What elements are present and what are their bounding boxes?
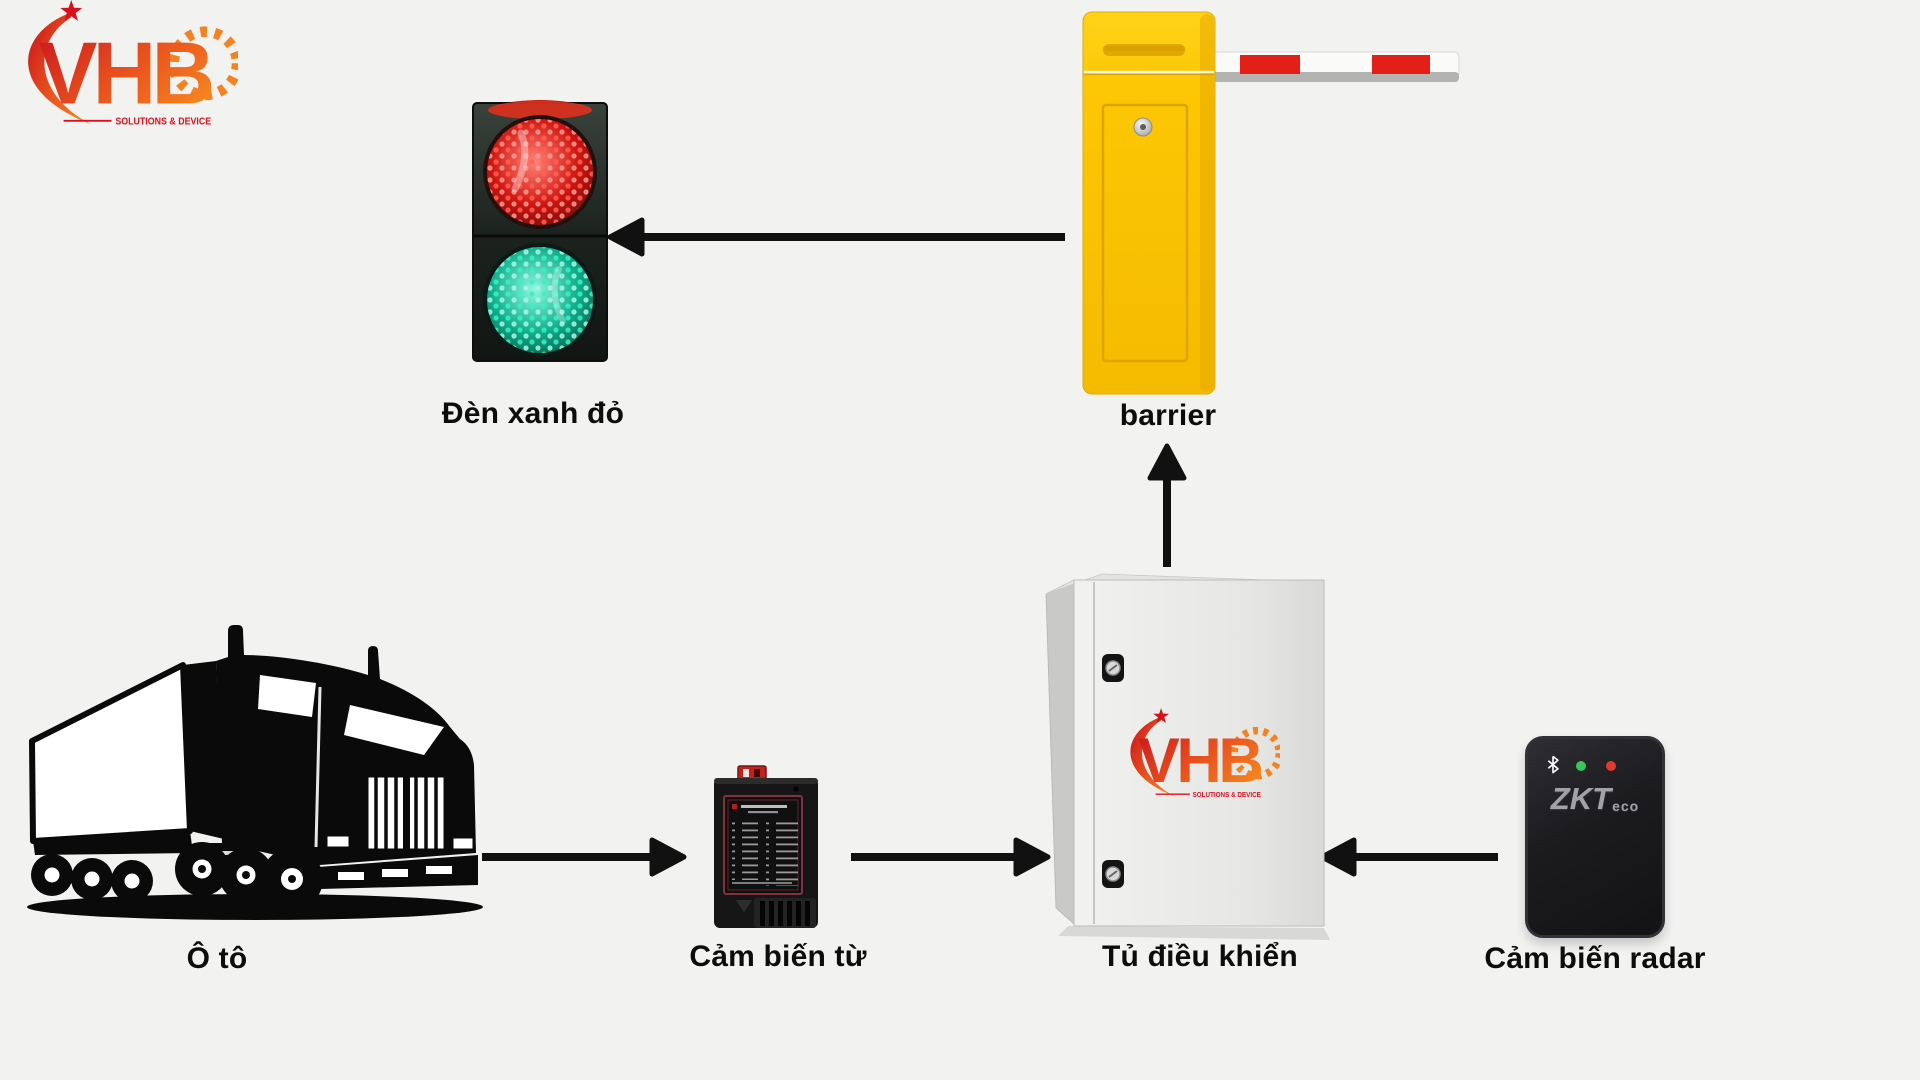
radar-led-red (1606, 761, 1616, 771)
logo-gear-ring (168, 26, 238, 101)
label-control-cabinet: Tủ điều khiển (1102, 940, 1298, 973)
radar-status-row (1528, 755, 1662, 777)
bluetooth-icon (1547, 755, 1559, 774)
truck-grille (363, 771, 449, 855)
barrier-arm-stripe (1372, 55, 1430, 74)
loop-detector-vents (736, 898, 816, 928)
cabinet-logo-tagline-text: SOLUTIONS & DEVICE (1193, 791, 1262, 799)
radar-led-green (1576, 761, 1586, 771)
label-traffic-light: Đèn xanh đỏ (441, 397, 625, 430)
truck-side-window (258, 675, 316, 717)
radar-brand-main: ZKT (1550, 781, 1612, 816)
arrow-radar-to-cabinet (1319, 837, 1498, 877)
truck-illustration (27, 625, 483, 920)
loop-detector-panel (723, 795, 803, 895)
label-loop-detector: Cảm biến từ (689, 940, 867, 973)
logo-brand-text: VHB (39, 24, 212, 123)
truck-drive-wheels (175, 842, 273, 902)
vhb-logo: VHB SOLUTIONS & DEVICE (28, 0, 238, 128)
truck-rear-wheels (31, 854, 153, 902)
label-radar: Cảm biến radar (1484, 942, 1706, 975)
truck-front-wheel (261, 848, 323, 910)
logo-star-icon (60, 0, 83, 21)
arrow-truck-to-loop-detector (482, 837, 687, 877)
barrier-illustration (1082, 11, 1460, 395)
barrier-door (1101, 103, 1189, 363)
red-light-lens (483, 115, 597, 229)
cabinet-logo-brand-text: VHB (1138, 726, 1261, 796)
truck-windshield (344, 705, 444, 755)
loop-detector-illustration (714, 765, 818, 928)
loop-detector-switch (737, 765, 767, 781)
arrow-loop-detector-to-cabinet (851, 837, 1051, 877)
control-cabinet-illustration: VHB SOLUTIONS & DEVICE (1045, 573, 1330, 940)
green-light-lens (483, 243, 597, 357)
arrow-barrier-to-traffic-light (607, 217, 1065, 257)
truck-shadow (27, 894, 483, 920)
cabinet-floor-shadow (1058, 926, 1330, 940)
cabinet-side-panel (1045, 579, 1075, 925)
radar-brand-sub: eco (1612, 798, 1640, 814)
label-barrier: barrier (1119, 399, 1217, 432)
cabinet-vhb-logo: VHB SOLUTIONS & DEVICE (1130, 708, 1280, 799)
barrier-cabinet (1082, 11, 1216, 395)
arrow-cabinet-to-barrier (1147, 443, 1187, 567)
barrier-arm (1190, 51, 1460, 82)
truck-trailer (29, 662, 193, 844)
traffic-light-illustration (472, 100, 608, 362)
label-truck: Ô tô (186, 942, 248, 975)
cabinet-lock-bottom (1102, 860, 1124, 888)
barrier-arm-stripe (1240, 55, 1300, 74)
logo-swoosh (28, 13, 93, 125)
logo-tagline-text: SOLUTIONS & DEVICE (115, 117, 211, 128)
cabinet-lock-top (1102, 654, 1124, 682)
